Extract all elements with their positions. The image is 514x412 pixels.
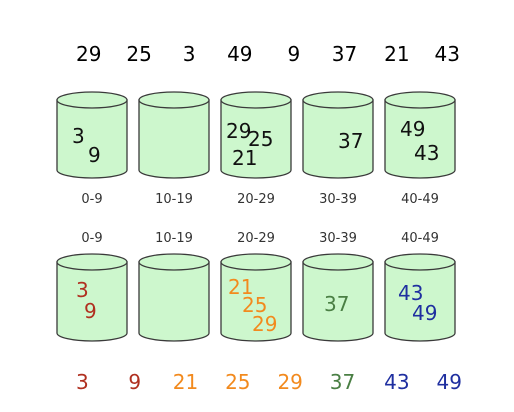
output-number: 25 xyxy=(225,370,251,394)
output-number: 49 xyxy=(436,370,462,394)
bucket-rim xyxy=(302,91,374,109)
input-number: 29 xyxy=(76,42,102,66)
bucket-body xyxy=(302,99,374,179)
bucket-range-label: 20-29 xyxy=(237,192,275,207)
scatter-bucket xyxy=(220,91,292,179)
bucket-value: 43 xyxy=(398,281,423,305)
sorted-bucket xyxy=(302,253,374,342)
bucket-range-label: 10-19 xyxy=(155,192,193,207)
bucket-range-label: 0-9 xyxy=(81,192,102,207)
bucket-value: 21 xyxy=(228,275,253,299)
sorted-bucket xyxy=(138,253,210,342)
bucket-range-label: 0-9 xyxy=(81,231,102,246)
output-sequence: 3 9 21 25 29 37 43 49 xyxy=(76,370,462,394)
bucket-value: 3 xyxy=(72,124,85,148)
input-number: 3 xyxy=(182,42,196,66)
input-number: 49 xyxy=(227,42,253,66)
bucket-range-label: 30-39 xyxy=(319,192,357,207)
sorted-bucket xyxy=(56,253,128,342)
bucket-value: 21 xyxy=(232,146,257,170)
bucket-value: 37 xyxy=(338,129,363,153)
bucket-rim xyxy=(384,253,456,271)
bucket-rim xyxy=(302,253,374,271)
bucket-value: 25 xyxy=(248,127,273,151)
bucket-body xyxy=(220,261,292,342)
bucket-value: 29 xyxy=(226,119,251,143)
bucket-value: 37 xyxy=(324,292,349,316)
output-number: 3 xyxy=(76,370,89,394)
bucket-value: 9 xyxy=(88,143,101,167)
bucket-value: 3 xyxy=(76,278,89,302)
sorted-bucket xyxy=(384,253,456,342)
bucket-value: 43 xyxy=(414,141,439,165)
bucket-rim xyxy=(138,253,210,271)
input-number: 37 xyxy=(331,42,358,66)
bucket-body xyxy=(56,261,128,342)
bucket-value: 49 xyxy=(400,117,425,141)
bucket-value: 29 xyxy=(252,312,277,336)
output-number: 43 xyxy=(384,370,410,394)
bucket-range-label: 20-29 xyxy=(237,231,275,246)
bucket-body xyxy=(220,99,292,179)
output-number: 29 xyxy=(277,370,303,394)
bucket-body xyxy=(384,99,456,179)
bucket-body xyxy=(302,261,374,342)
input-number: 25 xyxy=(126,42,152,66)
bucket-range-label: 40-49 xyxy=(401,192,439,207)
input-number: 43 xyxy=(434,42,460,66)
output-number: 21 xyxy=(172,370,199,394)
scatter-bucket xyxy=(138,91,210,179)
bucket-rim xyxy=(220,253,292,271)
input-number: 21 xyxy=(384,42,410,66)
bucket-body xyxy=(56,99,128,179)
sorted-bucket xyxy=(220,253,292,342)
bucket-body xyxy=(384,261,456,342)
bucket-rim xyxy=(384,91,456,109)
bucket-rim xyxy=(56,253,128,271)
bucket-rim xyxy=(220,91,292,109)
bucket-range-label: 30-39 xyxy=(319,231,357,246)
bucket-range-label: 10-19 xyxy=(155,231,193,246)
bucket-range-label: 40-49 xyxy=(401,231,439,246)
bucket-rim xyxy=(56,91,128,109)
bucket-body xyxy=(138,99,210,179)
output-number: 37 xyxy=(329,370,356,394)
scatter-bucket xyxy=(384,91,456,179)
bucket-value: 9 xyxy=(84,299,97,323)
scatter-bucket xyxy=(56,91,128,179)
bucket-value: 25 xyxy=(242,293,267,317)
scatter-bucket xyxy=(302,91,374,179)
input-sequence: 29 25 3 49 9 37 21 43 xyxy=(76,42,460,66)
bucket-value: 49 xyxy=(412,301,437,325)
bucket-body xyxy=(138,261,210,342)
bucket-rim xyxy=(138,91,210,109)
output-number: 9 xyxy=(128,370,142,394)
input-number: 9 xyxy=(287,42,301,66)
